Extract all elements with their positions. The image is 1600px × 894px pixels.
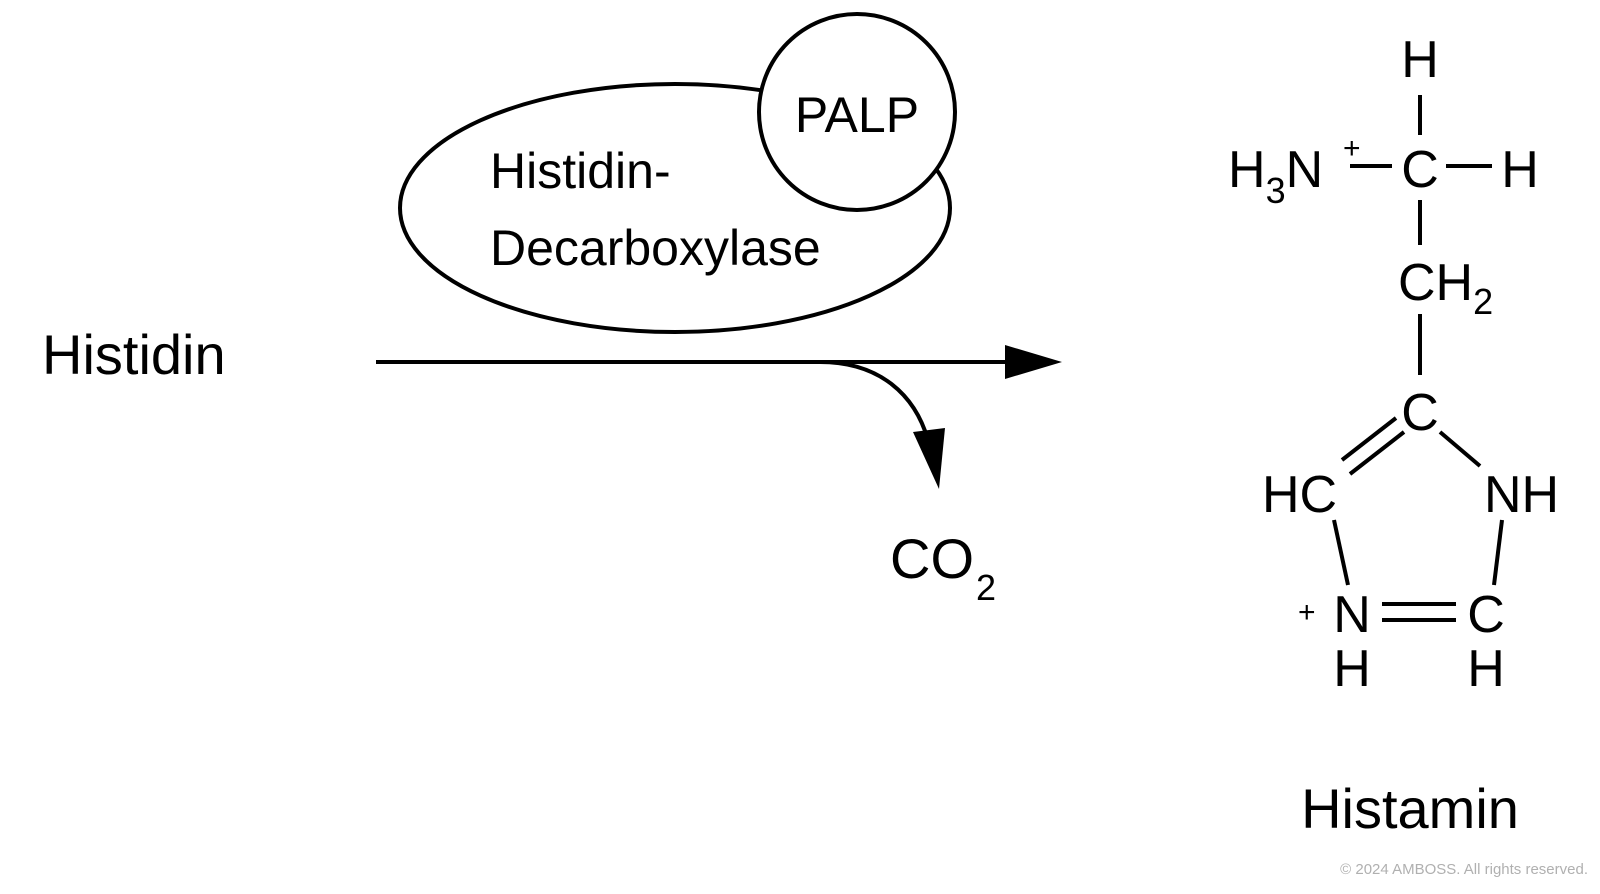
atom-h-top: H (1401, 31, 1439, 89)
atom-nh-right: NH (1484, 466, 1559, 524)
atom-n-bottom-h: H (1333, 640, 1371, 698)
ring-n-charge: + (1298, 596, 1316, 629)
reaction-arrowhead (1005, 345, 1062, 379)
atom-c-bottom: C (1467, 586, 1505, 644)
enzyme-name-line1: Histidin- (490, 143, 671, 199)
amine-group: H3N (1228, 141, 1323, 211)
atom-hc-left: HC (1262, 466, 1337, 524)
co2-label: CO2 (890, 527, 996, 608)
substrate-label: Histidin (42, 323, 226, 386)
co2-release-arrow (819, 360, 930, 441)
atom-n-bottom: N (1333, 586, 1371, 644)
copyright-notice: © 2024 AMBOSS. All rights reserved. (1340, 861, 1588, 878)
atom-c-ring: C (1401, 384, 1439, 442)
co2-release-arrowhead (913, 428, 945, 489)
enzyme-ellipse (398, 82, 952, 334)
atom-c-bottom-h: H (1467, 640, 1505, 698)
histamine-structure: H H3N + C H CH2 C HC NH + N H C H (1228, 31, 1559, 698)
cofactor-label: PALP (795, 87, 919, 143)
atom-c-alpha: C (1401, 141, 1439, 199)
enzyme-name-line2: Decarboxylase (490, 220, 821, 276)
atom-h-right: H (1501, 141, 1539, 199)
product-label: Histamin (1301, 777, 1519, 840)
cofactor-circle (757, 12, 957, 212)
ch2-group: CH2 (1398, 254, 1493, 322)
amine-charge: + (1343, 132, 1361, 165)
